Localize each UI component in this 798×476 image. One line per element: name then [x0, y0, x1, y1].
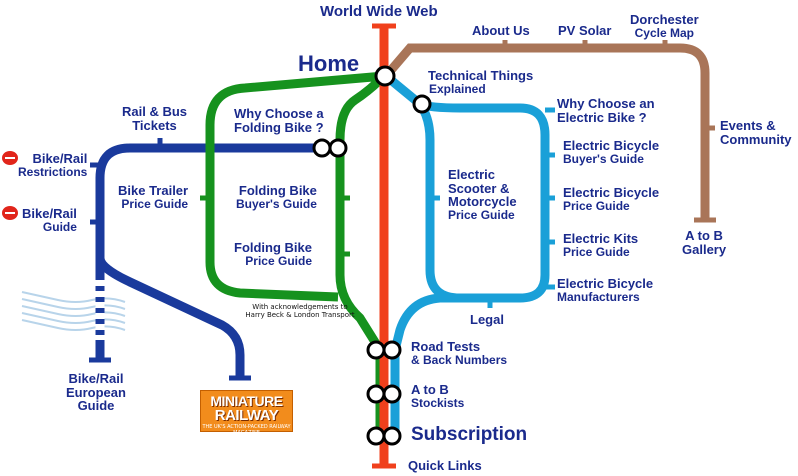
- stockists-station-b: [382, 384, 402, 404]
- road-tests-link[interactable]: Road Tests& Back Numbers: [411, 339, 508, 367]
- stations: [312, 65, 432, 446]
- pv-solar-link[interactable]: PV Solar: [558, 23, 612, 38]
- folding-station-b: [328, 138, 348, 158]
- sea-lines: [21, 291, 126, 331]
- rail-logo-icon: [2, 151, 18, 165]
- legal-link[interactable]: Legal: [470, 312, 504, 327]
- road-tests-station-a: [366, 340, 386, 360]
- acknowledgement-text: With acknowledgements to Harry Beck & Lo…: [245, 303, 355, 320]
- road-tests-station-b: [382, 340, 402, 360]
- quick-links-link[interactable]: Quick Links: [408, 458, 482, 473]
- home-link[interactable]: Home: [298, 51, 360, 76]
- rail-logo-icon: [2, 206, 18, 220]
- world-wide-web-link[interactable]: World Wide Web: [320, 3, 438, 20]
- folding-station-a: [312, 138, 332, 158]
- subscription-station-b: [382, 426, 402, 446]
- miniature-railway-logo[interactable]: MINIATURE RAILWAY THE UK'S ACTION-PACKED…: [200, 390, 293, 436]
- navy-ticks: [89, 138, 251, 381]
- home-station: [374, 65, 396, 87]
- navy-line: [95, 143, 330, 378]
- brown-line: [382, 43, 710, 220]
- red-ticks: [372, 23, 396, 469]
- events-community-link[interactable]: Events &Community: [720, 118, 792, 147]
- green-ticks: [200, 195, 350, 257]
- cyan-line: [383, 72, 550, 436]
- technical-station: [412, 94, 432, 114]
- subscription-station-a: [366, 426, 386, 446]
- subscription-link[interactable]: Subscription: [411, 424, 528, 445]
- brown-ticks: [502, 40, 716, 223]
- cyan-ticks: [430, 107, 555, 308]
- about-us-link[interactable]: About Us: [472, 23, 530, 38]
- stockists-station-a: [366, 384, 386, 404]
